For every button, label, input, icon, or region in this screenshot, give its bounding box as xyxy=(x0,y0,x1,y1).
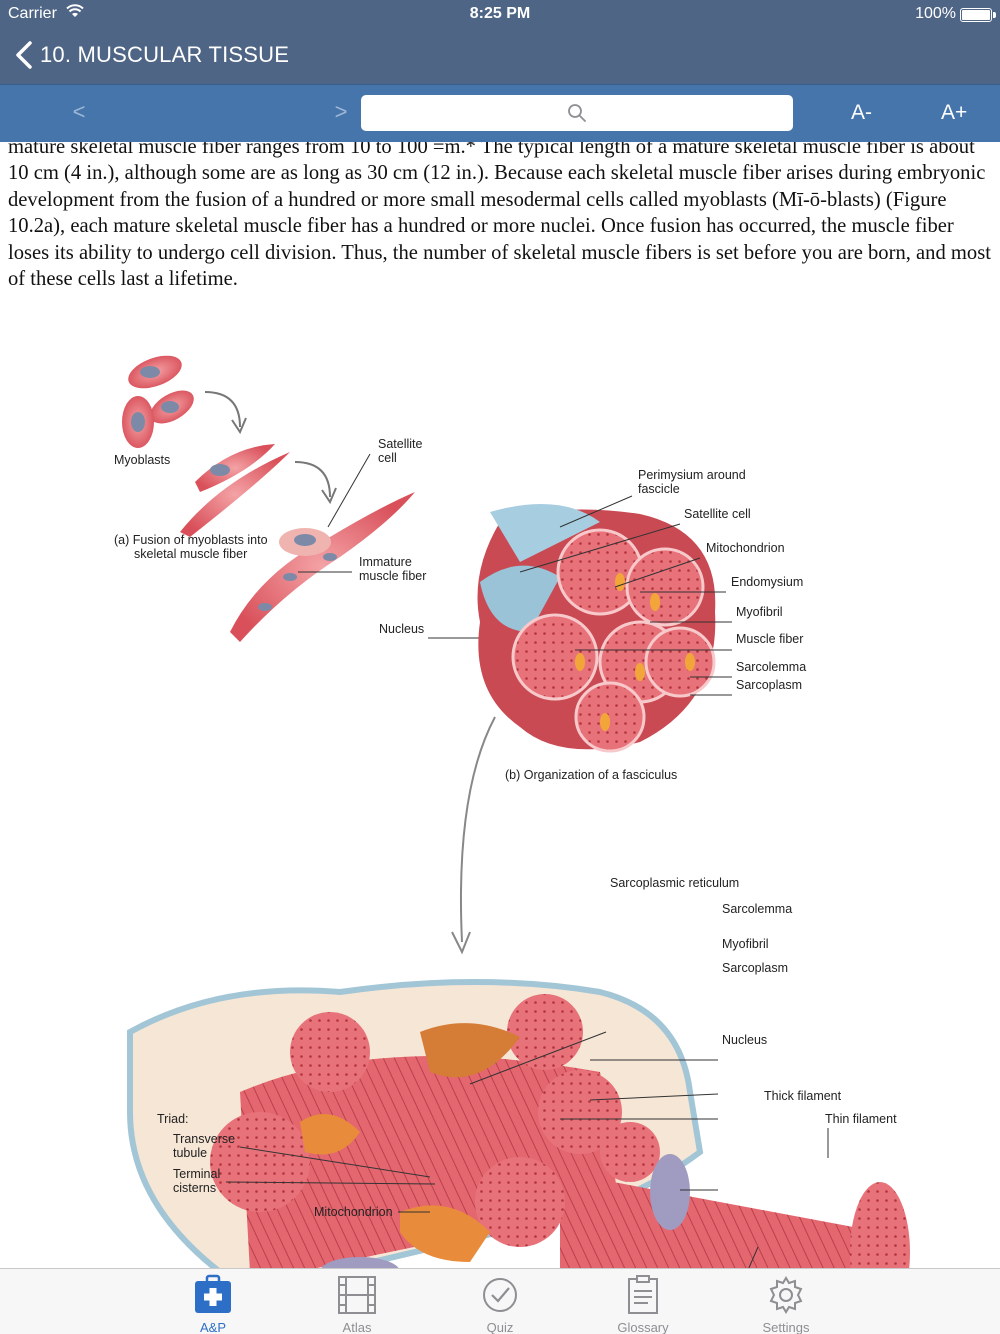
label-transverse-tubule-2: tubule xyxy=(173,1146,207,1160)
label-terminal-cisterns-2: cisterns xyxy=(173,1181,216,1195)
label-transverse-tubule: Transverse xyxy=(173,1132,235,1146)
label-perimysium: Perimysium around xyxy=(638,468,746,482)
label-mitochondrion-b: Mitochondrion xyxy=(706,541,785,555)
label-myoblasts: Myoblasts xyxy=(114,453,170,467)
label-sarcoplasm-b: Sarcoplasm xyxy=(736,678,802,692)
previous-result-button[interactable]: < xyxy=(72,99,86,124)
next-result-button[interactable]: > xyxy=(334,99,348,124)
navigation-header: Carrier 8:25 PM 100% 10. MUSCULAR TISSUE xyxy=(0,0,1000,84)
chevron-left-icon xyxy=(16,41,32,69)
myoblasts-drawing xyxy=(122,355,535,642)
label-myofibril-c: Myofibril xyxy=(722,937,769,951)
clock: 8:25 PM xyxy=(469,5,531,22)
label-mitochondrion-c: Mitochondrion xyxy=(314,1205,393,1219)
back-button[interactable]: 10. MUSCULAR TISSUE xyxy=(14,36,289,74)
tab-label: Quiz xyxy=(486,1320,514,1334)
tab-bar: A&P Atlas Quiz Glossa xyxy=(0,1268,1000,1334)
reader-content[interactable]: mature skeletal muscle fiber ranges from… xyxy=(0,142,1000,1268)
search-input[interactable] xyxy=(361,95,793,131)
tab-label: A&P xyxy=(199,1320,226,1334)
increase-font-button[interactable]: A+ xyxy=(941,101,968,124)
battery-percent: 100% xyxy=(915,5,956,22)
label-triad: Triad: xyxy=(157,1112,189,1126)
page-title: 10. MUSCULAR TISSUE xyxy=(40,42,290,67)
status-bar: Carrier 8:25 PM 100% xyxy=(0,0,1000,28)
figure-10-2: Myoblasts Satellite cell (a) Fusion of m… xyxy=(0,332,1000,1268)
label-sarcolemma-b: Sarcolemma xyxy=(736,660,806,674)
label-thin-filament: Thin filament xyxy=(825,1112,897,1126)
label-fusion-caption: (a) Fusion of myoblasts into xyxy=(114,533,268,547)
battery-icon xyxy=(960,8,996,22)
tab-label: Atlas xyxy=(342,1320,372,1334)
wifi-icon xyxy=(66,4,84,23)
tab-glossary[interactable]: Glossary xyxy=(598,1273,688,1334)
carrier-label: Carrier xyxy=(8,5,57,22)
label-satellite-cell-a-2: cell xyxy=(378,451,397,465)
label-satellite-cell-a: Satellite xyxy=(378,437,423,451)
body-paragraph: mature skeletal muscle fiber ranges from… xyxy=(8,142,991,291)
checkmark-circle-icon xyxy=(483,1278,517,1312)
tab-ap[interactable]: A&P xyxy=(168,1273,258,1334)
muscle-fiber-drawing xyxy=(127,979,910,1268)
label-sarcolemma-c: Sarcolemma xyxy=(722,902,792,916)
label-nucleus-a: Nucleus xyxy=(379,622,424,636)
tab-atlas[interactable]: Atlas xyxy=(312,1273,402,1334)
tab-label: Glossary xyxy=(617,1320,669,1334)
fasciculus-drawing xyxy=(451,495,732,955)
label-immature-fiber-2: muscle fiber xyxy=(359,569,426,583)
clipboard-icon xyxy=(628,1275,658,1314)
reader-toolbar: < > A- A+ xyxy=(0,84,1000,142)
label-perimysium-2: fascicle xyxy=(638,482,680,496)
label-satellite-cell-b: Satellite cell xyxy=(684,507,751,521)
search-box xyxy=(361,95,793,131)
label-sarcoplasm-c: Sarcoplasm xyxy=(722,961,788,975)
label-muscle-fiber: Muscle fiber xyxy=(736,632,803,646)
label-terminal-cisterns: Terminal xyxy=(173,1167,220,1181)
tab-settings[interactable]: Settings xyxy=(741,1273,831,1334)
film-strip-icon xyxy=(338,1276,376,1314)
tab-quiz[interactable]: Quiz xyxy=(455,1273,545,1334)
muscle-tissue-illustration: Myoblasts Satellite cell (a) Fusion of m… xyxy=(114,355,910,1268)
label-immature-fiber: Immature xyxy=(359,555,412,569)
label-endomysium: Endomysium xyxy=(731,575,803,589)
tab-label: Settings xyxy=(762,1320,810,1334)
label-thick-filament: Thick filament xyxy=(764,1089,842,1103)
label-sarcoplasmic-reticulum: Sarcoplasmic reticulum xyxy=(610,876,739,890)
decrease-font-button[interactable]: A- xyxy=(851,101,872,124)
gear-icon xyxy=(769,1276,803,1314)
label-fusion-caption-2: skeletal muscle fiber xyxy=(134,547,247,561)
label-myofibril-b: Myofibril xyxy=(736,605,783,619)
label-nucleus-c: Nucleus xyxy=(722,1033,767,1047)
medical-kit-icon xyxy=(195,1274,231,1313)
label-fasciculus-caption: (b) Organization of a fasciculus xyxy=(505,768,677,782)
